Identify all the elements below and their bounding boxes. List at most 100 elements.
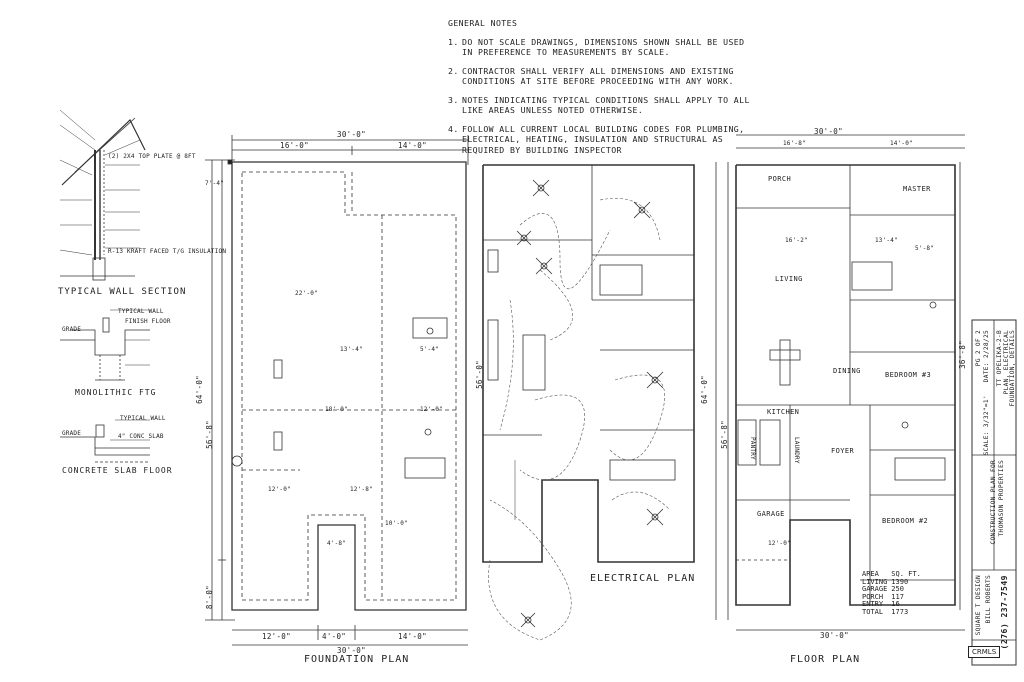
watermark-badge: CRMLS (968, 646, 1001, 658)
foundation-dim-inner-h: 7'-4" (205, 180, 225, 187)
floor-dim-master: 13'-4" (875, 237, 898, 244)
foundation-dim-inner-f: 56'-0" (475, 360, 484, 389)
foundation-dim-left-total: 64'-0" (195, 375, 204, 404)
area-name: TOTAL (862, 607, 884, 616)
slab-floor-drawing (60, 419, 150, 463)
area-name: PORCH (862, 592, 884, 601)
floor-dim-bottom-total: 30'-0" (820, 631, 849, 640)
floor-plan-drawing (715, 134, 965, 631)
note-text: NOTES INDICATING TYPICAL CONDITIONS SHAL… (462, 94, 750, 116)
foundation-dim-inner-a: 22'-0" (295, 290, 318, 297)
foundation-dim-inner-b: 13'-4" (340, 346, 363, 353)
foundation-dim-bottom-a: 12'-0" (262, 632, 291, 641)
ceiling-fan-icon (516, 179, 664, 628)
title-block-contents2: FOUNDATION, DETAILS (1009, 330, 1016, 407)
floor-dim-top-total: 30'-0" (814, 127, 843, 136)
title-block-phone: (276) 237-7549 (1000, 575, 1009, 650)
area-name: LIVING (862, 577, 888, 586)
detail-label-grade: GRADE (62, 326, 82, 333)
general-notes-heading: GENERAL NOTES (448, 18, 518, 28)
foundation-dim-bottom-c: 14'-0" (398, 632, 427, 641)
foundation-dim-left-sub: 56'-8" (205, 420, 214, 449)
foundation-dim-inner-g: 10'-0" (385, 520, 408, 527)
area-table-header-area: AREA (862, 570, 879, 578)
note-number: 3. (448, 94, 459, 105)
note-number: 1. (448, 36, 459, 47)
room-label-living: LIVING (775, 275, 803, 283)
foundation-dim-bottom-b: 4'-0" (322, 632, 347, 641)
foundation-dim-bottom-total: 30'-0" (337, 646, 366, 655)
room-label-pantry: PANTRY (749, 437, 756, 460)
title-block-project: CONSTRUCTION PLAN FOR (990, 460, 997, 545)
wall-section-drawing (59, 109, 146, 281)
concrete-slab-floor-title: CONCRETE SLAB FLOOR (62, 466, 173, 475)
floor-dim-left-total: 64'-0" (700, 375, 709, 404)
area-table: AREA SQ. FT. LIVING 1390 GARAGE 250 PORC… (862, 570, 925, 617)
floor-dim-living: 16'-2" (785, 237, 808, 244)
area-table-header: AREA SQ. FT. (862, 570, 925, 579)
foundation-dim-inner-e: 12'-0" (420, 406, 443, 413)
detail-label-typical-wall: TYPICAL WALL (118, 308, 164, 315)
note-item: 3. NOTES INDICATING TYPICAL CONDITIONS S… (448, 95, 758, 116)
foundation-plan-title: FOUNDATION PLAN (304, 654, 410, 665)
floor-dim-top-right: 14'-0" (890, 140, 913, 147)
detail-label-finish-floor: FINISH FLOOR (125, 318, 171, 325)
table-row: LIVING 1390 (862, 577, 925, 587)
floor-dim-left-sub: 56'-8" (720, 420, 729, 449)
floor-dim-garage: 12'-0" (768, 540, 791, 547)
floor-dim-bath: 5'-8" (915, 245, 935, 252)
floor-dim-right-sub: 36'-8" (958, 340, 967, 369)
foundation-dim-top-left: 16'-0" (280, 141, 309, 150)
title-block-date: DATE: 2/28/25 (983, 330, 990, 383)
area-name: GARAGE (862, 585, 888, 593)
area-value: 16 (891, 600, 900, 608)
note-item: 1. DO NOT SCALE DRAWINGS, DIMENSIONS SHO… (448, 37, 758, 58)
typical-wall-section-title: TYPICAL WALL SECTION (58, 287, 187, 297)
room-label-master: MASTER (903, 185, 931, 193)
area-name: ENTRY (862, 600, 884, 608)
room-label-garage: GARAGE (757, 510, 785, 518)
room-label-laundry: LAUNDRY (793, 437, 800, 464)
note-number: 4. (448, 123, 459, 134)
note-item: 4. FOLLOW ALL CURRENT LOCAL BUILDING COD… (448, 124, 758, 156)
foundation-dim-top-total: 30'-0" (337, 130, 366, 139)
foundation-dim-mid-c: 12'-8" (350, 486, 373, 493)
watermark-text: CRMLS (972, 648, 997, 656)
area-value: 1773 (891, 607, 909, 616)
floor-dim-top-left: 16'-8" (783, 140, 806, 147)
room-label-kitchen: KITCHEN (767, 408, 800, 416)
table-row: GARAGE 250 (862, 585, 925, 594)
title-block-designer: BILL ROBERTS (985, 575, 992, 624)
room-label-bedroom2: BEDROOM #2 (882, 517, 929, 525)
note-text: CONTRACTOR SHALL VERIFY ALL DIMENSIONS A… (462, 65, 734, 87)
title-block-frame (971, 319, 1017, 666)
note-text: FOLLOW ALL CURRENT LOCAL BUILDING CODES … (462, 123, 745, 155)
area-value: 1390 (891, 577, 909, 586)
note-item: 2. CONTRACTOR SHALL VERIFY ALL DIMENSION… (448, 66, 758, 87)
room-label-foyer: FOYER (831, 447, 855, 455)
foundation-dim-mid-b: 4'-8" (327, 540, 347, 547)
table-row: TOTAL 1773 (862, 607, 925, 617)
foundation-dim-inner-c: 5'-4" (420, 346, 440, 353)
room-label-dining: DINING (833, 367, 861, 375)
title-block-client: THOMASON PROPERTIES (998, 460, 1005, 537)
area-value: 117 (891, 592, 904, 601)
note-number: 2. (448, 65, 459, 76)
electrical-plan-drawing (482, 164, 695, 641)
monolithic-ftg-title: MONOLITHIC FTG (75, 388, 157, 397)
general-notes: GENERAL NOTES 1. DO NOT SCALE DRAWINGS, … (448, 18, 758, 163)
detail-note-insulation: R-13 KRAFT FACED T/G INSULATION (108, 248, 227, 255)
foundation-dim-left-bottom: 8'-0" (205, 585, 214, 610)
area-table-header-sqft: SQ. FT. (891, 570, 921, 578)
foundation-dim-inner-d: 18'-0" (325, 406, 348, 413)
detail-label-grade-2: GRADE (62, 430, 82, 437)
title-block-sheet: PG 2 OF 2 (975, 330, 982, 367)
detail-label-typical-wall-2: TYPICAL WALL (120, 415, 166, 422)
title-block-scale: SCALE: 3/32"=1' (983, 395, 990, 456)
title-block-firm: SQUARE T DESIGN (975, 575, 982, 636)
foundation-dim-top-right: 14'-0" (398, 141, 427, 150)
room-label-porch: PORCH (768, 175, 792, 183)
table-row: PORCH 117 (862, 592, 925, 602)
area-value: 250 (891, 585, 904, 593)
